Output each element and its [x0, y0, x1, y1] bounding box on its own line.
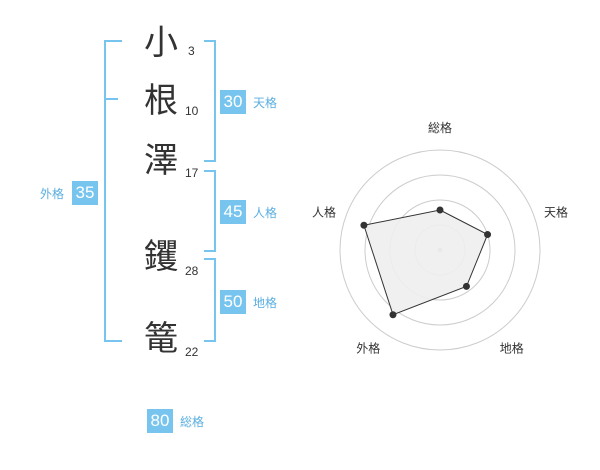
name-char-5: 篭	[144, 319, 178, 359]
chikaku-label: 地格	[253, 296, 278, 310]
radar-point-5	[360, 221, 368, 229]
radar-ring-4	[339, 149, 541, 351]
gaikaku-badge: 35	[72, 181, 98, 205]
radar-area	[363, 209, 489, 316]
name-char-2: 根	[144, 81, 178, 121]
stroke-count-3: 17	[185, 166, 199, 180]
jinkaku-badge: 45	[220, 200, 246, 224]
radar-axis-label-1: 総格	[428, 120, 452, 135]
radar-axis-label-2: 天格	[544, 204, 568, 219]
gaikaku-label: 外格	[40, 187, 65, 201]
chikaku-badge: 50	[220, 290, 246, 314]
radar-axis-label-4: 外格	[356, 341, 380, 356]
radar-point-3	[462, 282, 470, 290]
tenkaku-bracket	[204, 40, 216, 162]
stroke-count-5: 22	[185, 345, 199, 359]
gaikaku-bracket-tick	[104, 98, 118, 100]
radar-point-1	[436, 206, 444, 214]
soukaku-badge: 80	[147, 409, 173, 433]
tenkaku-label: 天格	[253, 96, 278, 110]
radar-point-4	[389, 311, 397, 319]
gaikaku-bracket	[104, 40, 122, 342]
name-char-1: 小	[144, 23, 178, 63]
stroke-count-2: 10	[185, 104, 199, 118]
jinkaku-bracket	[204, 170, 216, 252]
radar-ring-3	[364, 174, 516, 326]
stroke-count-4: 28	[185, 264, 199, 278]
radar-axis-label-3: 地格	[500, 341, 524, 356]
radar-point-2	[484, 231, 492, 239]
name-char-3: 澤	[144, 141, 178, 181]
name-char-4: 钁	[144, 237, 178, 277]
tenkaku-badge: 30	[220, 90, 246, 114]
soukaku-label: 総格	[180, 415, 205, 429]
radar-axis-label-5: 人格	[312, 204, 336, 219]
stroke-count-1: 3	[188, 44, 195, 58]
jinkaku-label: 人格	[253, 206, 278, 220]
chikaku-bracket	[204, 258, 216, 342]
